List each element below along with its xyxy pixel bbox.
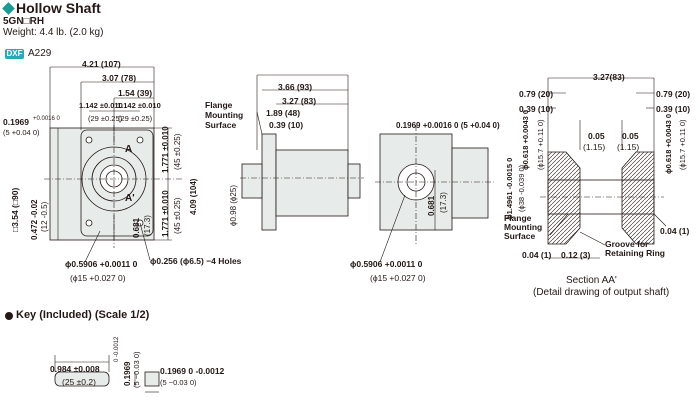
key-bullet-icon xyxy=(5,312,13,320)
section-dim-0-04-left: 0.04 (1) xyxy=(522,250,552,260)
page-title: Hollow Shaft xyxy=(16,0,101,16)
section-groove-label: Groove for Retaining Ring xyxy=(605,239,665,258)
section-right-bearing xyxy=(621,151,655,245)
dim-29-right: (29 ±0.25) xyxy=(118,114,153,123)
weight-label: Weight: 4.4 lb. (2.0 kg) xyxy=(3,27,104,38)
section-dim-0-05-right: 0.05 xyxy=(622,131,639,141)
section-dim-0-05-left: 0.05 xyxy=(588,131,605,141)
section-dim-0-04-right: 0.04 (1) xyxy=(660,226,690,236)
section-dim-0-12: 0.12 (3) xyxy=(561,250,591,260)
key-end-dim-5: (5 −0.03 0) xyxy=(160,378,197,387)
section-dim-phi-38: (ϕ38 -0.039 0) xyxy=(517,164,526,212)
dim-45-lower: (45 ±0.25) xyxy=(173,197,182,234)
section-dim-0-39-left: 0.39 (10) xyxy=(519,104,554,114)
dim-4-21: 4.21 (107) xyxy=(82,59,121,69)
dim-0-1969-tol: +0.0016 0 xyxy=(33,116,60,122)
dim-45-upper: (45 ±0.25) xyxy=(173,133,182,170)
rear-dim-0-681: 0.681 xyxy=(427,195,436,216)
key-end-dim-0-1969: 0.1969 0 -0.0012 xyxy=(160,366,225,376)
section-caption: Section AA' xyxy=(566,275,617,286)
dim-3-07: 3.07 (78) xyxy=(102,73,137,83)
rear-dim-phi-15: (ϕ15 +0.027 0) xyxy=(370,273,426,283)
section-dim-phi-0-618-left: ϕ0.618 +0.0043 0 xyxy=(521,109,530,170)
key-dim-5: (5 −0.03 0) xyxy=(132,351,141,388)
key-dim-25: (25 ±0.2) xyxy=(62,377,96,387)
dim-3-27: 3.27 (83) xyxy=(282,96,317,106)
section-flange-label: Flange Mounting Surface xyxy=(504,213,543,241)
section-marker-a: A xyxy=(125,144,133,155)
dim-1-771-upper: 1.771 ±0.010 xyxy=(161,126,170,173)
section-caption-detail: (Detail drawing of output shaft) xyxy=(533,287,670,298)
section-dim-phi-0-618-right: ϕ0.618 +0.0043 0 xyxy=(664,113,673,174)
dim-1-142-left: 1.142 ±0.010 xyxy=(79,101,123,110)
dim-1-54: 1.54 (39) xyxy=(118,88,153,98)
section-dim-1-15-left: (1.15) xyxy=(583,142,606,152)
model-number: 5GN□RH xyxy=(3,16,45,27)
dim-0-39: 0.39 (10) xyxy=(269,120,304,130)
dim-29-left: (29 ±0.25) xyxy=(88,114,123,123)
dim-12: (12 -0.5) xyxy=(40,201,49,232)
dim-4-09: 4.09 (104) xyxy=(189,178,198,215)
dim-1-89: 1.89 (48) xyxy=(266,108,301,118)
section-dim-0-79-left: 0.79 (20) xyxy=(519,89,554,99)
side-body xyxy=(275,149,349,217)
key-dim-0-1969-tol: 0 -0.0012 xyxy=(114,336,120,362)
dim-5-tol: (5 +0.04 0) xyxy=(3,128,40,137)
rear-gear-housing xyxy=(451,147,489,219)
side-flange-label: Flange Mounting Surface xyxy=(205,100,244,130)
section-dim-0-79-right: 0.79 (20) xyxy=(656,89,691,99)
dim-phi-0-98: ϕ0.98 (ϕ25) xyxy=(229,185,238,226)
key-end-view xyxy=(144,371,160,387)
dim-3-54-square: □3.54 (□90) xyxy=(10,187,20,232)
key-dim-0-984: 0.984 ±0.008 xyxy=(50,364,100,374)
section-dim-phi-15-7-left: (ϕ15.7 +0.11 0) xyxy=(536,119,545,170)
key-long-view xyxy=(54,371,110,387)
section-left-bearing xyxy=(547,151,581,245)
rear-dim-17-3: (17.3) xyxy=(439,192,448,213)
dim-phi-0-5906: ϕ0.5906 +0.0011 0 xyxy=(65,259,138,269)
dxf-badge[interactable]: DXF xyxy=(5,49,24,59)
key-dim-0-1969: 0.1969 xyxy=(123,361,132,386)
dim-0-681: 0.681 xyxy=(132,217,141,238)
rear-dim-0-1969: 0.1969 +0.0016 0 (5 +0.04 0) xyxy=(396,121,500,130)
dxf-code-link[interactable]: A229 xyxy=(28,48,52,59)
section-dim-0-39-right: 0.39 (10) xyxy=(656,104,691,114)
dim-0-472: 0.472 -0.02 xyxy=(30,199,39,240)
dim-1-142-right: 1.142 ±0.010 xyxy=(117,101,161,110)
section-dim-phi-1-4961: ϕ1.4961 -0.0015 0 xyxy=(505,157,514,220)
dim-1-771-lower: 1.771 ±0.010 xyxy=(161,190,170,237)
dim-0-1969: 0.1969 xyxy=(3,117,29,127)
dim-3-66: 3.66 (93) xyxy=(278,82,313,92)
dim-17-3: (17.3) xyxy=(143,215,152,236)
section-dim-phi-15-7-right: (ϕ15.7 +0.11 0) xyxy=(678,119,687,170)
section-dim-3-27: 3.27(83) xyxy=(593,72,625,82)
section-marker-a-prime: A' xyxy=(125,193,135,204)
dim-phi-15: (ϕ15 +0.027 0) xyxy=(70,273,126,283)
key-title: Key (Included) (Scale 1/2) xyxy=(16,309,150,321)
dim-phi-0-256-holes: ϕ0.256 (ϕ6.5) −4 Holes xyxy=(150,256,242,266)
side-shaft-left xyxy=(241,163,263,199)
side-shaft-right xyxy=(347,163,361,199)
side-flange xyxy=(261,133,277,231)
rear-dim-phi-0-5906: ϕ0.5906 +0.0011 0 xyxy=(350,259,423,269)
section-dim-1-15-right: (1.15) xyxy=(617,142,640,152)
